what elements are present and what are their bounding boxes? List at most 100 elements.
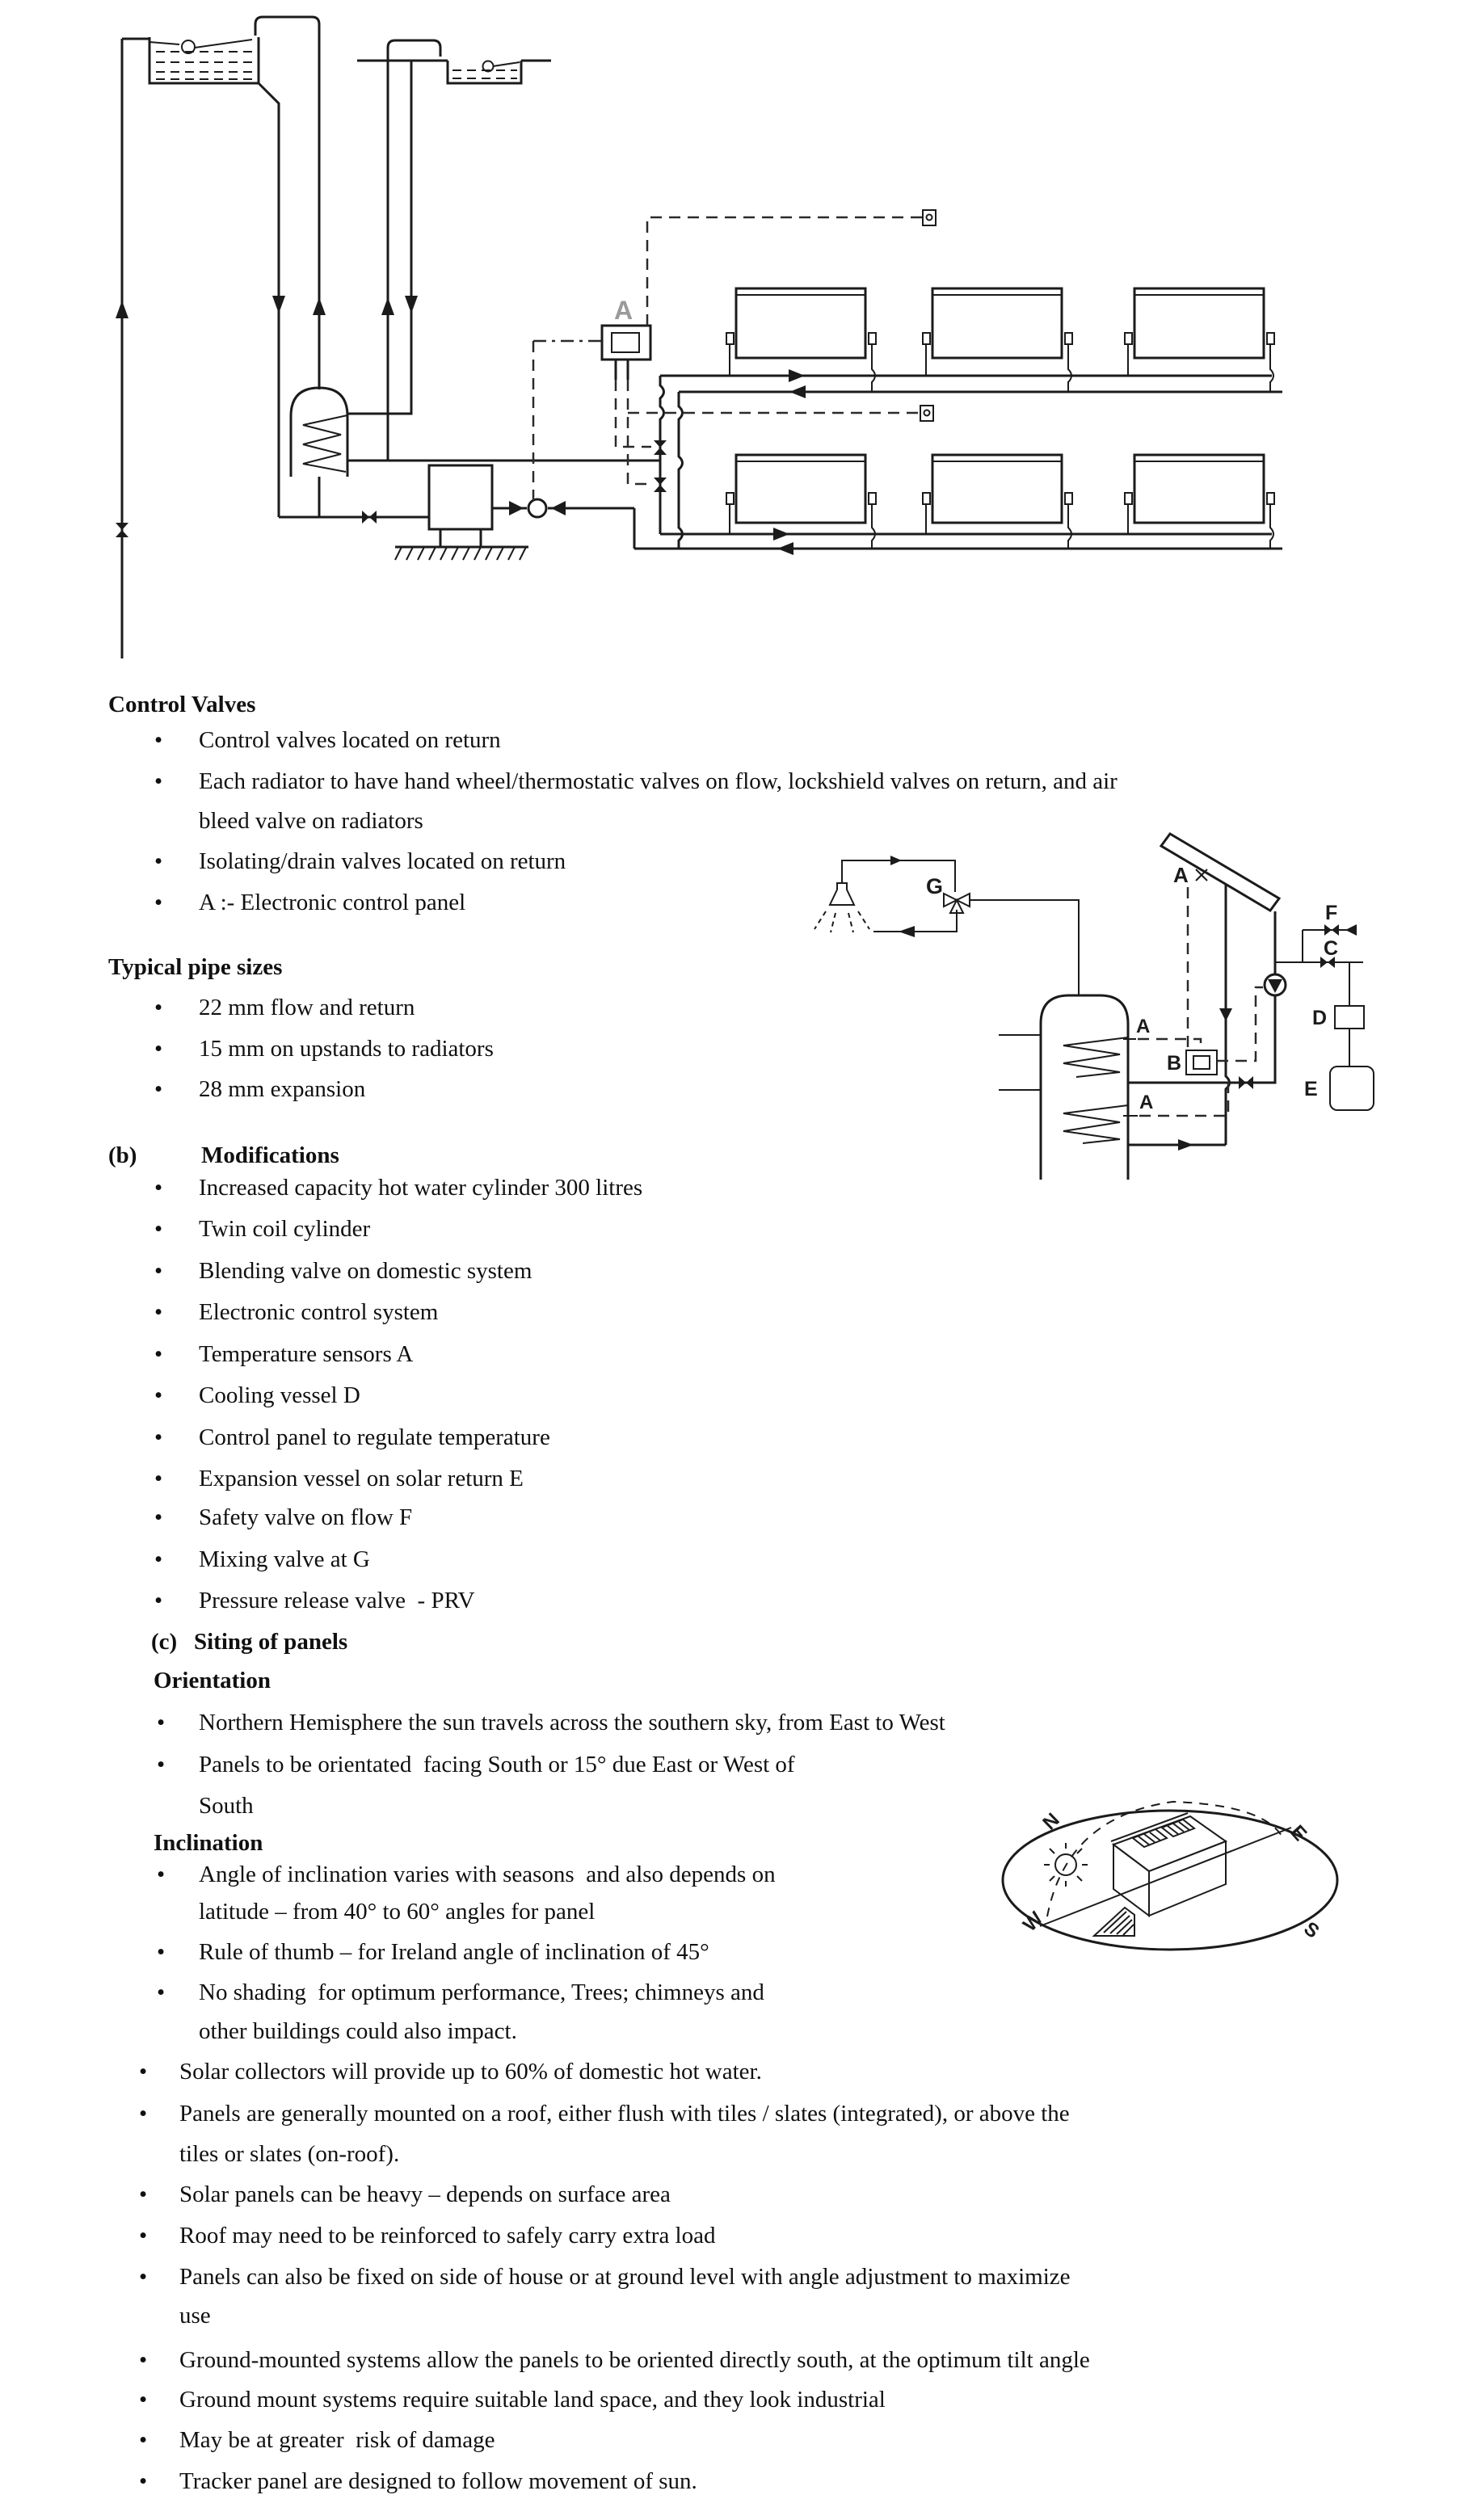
bullet-marker: • xyxy=(139,2347,148,2373)
bullet-item: •Control panel to regulate temperature xyxy=(0,1417,1469,1458)
section-heading-pipe-sizes: Typical pipe sizes xyxy=(108,954,283,980)
bullet-item: •Cooling vessel D xyxy=(0,1375,1469,1416)
solar-system-diagram: G A xyxy=(814,832,1374,1180)
bullet-item-continuation: bleed valve on radiators xyxy=(199,808,423,834)
bullet-item: •Isolating/drain valves located on retur… xyxy=(0,841,1469,881)
bullet-marker: • xyxy=(139,2468,148,2494)
bullet-item: •Blending valve on domestic system xyxy=(0,1251,1469,1291)
bullet-marker: • xyxy=(157,1752,166,1777)
svg-text:E: E xyxy=(1304,1078,1318,1100)
svg-text:A: A xyxy=(1136,1016,1150,1037)
radiator xyxy=(1124,453,1275,549)
bullet-marker: • xyxy=(154,848,163,874)
boiler xyxy=(394,464,528,561)
section-heading-siting: (c)Siting of panels xyxy=(151,1629,348,1655)
bullet-marker: • xyxy=(157,1979,166,2005)
circulating-pump xyxy=(492,498,636,549)
mixing-valve: G xyxy=(926,874,1080,995)
radiator xyxy=(726,287,877,392)
twin-coil-cylinder xyxy=(999,994,1130,1180)
bullet-item: •Ground mount systems require suitable l… xyxy=(0,2379,1469,2420)
bullet-marker: • xyxy=(154,890,163,915)
bullet-marker: • xyxy=(154,995,163,1020)
bullet-item: •Solar panels can be heavy – depends on … xyxy=(0,2174,1469,2215)
bullet-marker: • xyxy=(154,1466,163,1491)
room-thermostat-upper xyxy=(922,209,937,226)
boiler-return-valve xyxy=(279,511,429,524)
flow-riser xyxy=(654,376,667,534)
svg-text:B: B xyxy=(1167,1052,1181,1075)
bullet-marker: • xyxy=(154,1382,163,1408)
safety-branch: F C D E xyxy=(1275,902,1374,1111)
bullet-item: •Expansion vessel on solar return E xyxy=(0,1458,1469,1499)
radiator xyxy=(922,287,1073,392)
sun-path-arc xyxy=(1046,1800,1282,1917)
svg-text:A: A xyxy=(1173,863,1189,887)
feed-expansion-tank xyxy=(148,37,260,85)
bullet-marker: • xyxy=(154,768,163,794)
svg-text:F: F xyxy=(1325,902,1337,924)
west-east-line xyxy=(1039,1827,1292,1927)
svg-text:D: D xyxy=(1312,1007,1327,1029)
bullet-marker: • xyxy=(157,1710,166,1735)
bullet-marker: • xyxy=(154,1341,163,1367)
bullet-marker: • xyxy=(154,727,163,753)
bullet-item: •May be at greater risk of damage xyxy=(0,2420,1469,2460)
hot-water-cylinder xyxy=(289,386,349,517)
bullet-marker: • xyxy=(154,1504,163,1530)
house xyxy=(1110,1812,1228,1917)
radiator-row-upper xyxy=(726,287,1275,392)
bullet-item: •15 mm on upstands to radiators xyxy=(0,1029,1469,1069)
return-drop xyxy=(677,392,684,549)
bullet-item: •Solar collectors will provide up to 60%… xyxy=(0,2051,1469,2092)
cylinder-cold-feed xyxy=(347,61,413,415)
bullet-item: •Panels are generally mounted on a roof,… xyxy=(0,2093,1469,2134)
bullet-marker: • xyxy=(154,1588,163,1613)
bullet-item: •Tracker panel are designed to follow mo… xyxy=(0,2461,1469,2501)
bullet-marker: • xyxy=(139,2101,148,2127)
bullet-item: •Angle of inclination varies with season… xyxy=(0,1854,1469,1895)
bullet-marker: • xyxy=(154,1216,163,1242)
bullet-item: •Each radiator to have hand wheel/thermo… xyxy=(0,761,1469,801)
roof-solar-panel xyxy=(1160,1818,1197,1838)
svg-text:C: C xyxy=(1324,937,1338,960)
bullet-item-continuation: use xyxy=(179,2303,211,2329)
bullet-marker: • xyxy=(139,2181,148,2207)
solar-controls: A A B xyxy=(1123,887,1263,1117)
vent-pipe-1 xyxy=(254,15,321,389)
bullet-item: •28 mm expansion xyxy=(0,1069,1469,1109)
bullet-marker: • xyxy=(157,1939,166,1965)
vent-pipe-2 xyxy=(386,39,442,461)
bullet-item: •Safety valve on flow F xyxy=(0,1497,1469,1538)
bullet-marker: • xyxy=(157,1862,166,1887)
bullet-marker: • xyxy=(154,1076,163,1102)
bullet-item: •22 mm flow and return xyxy=(0,987,1469,1028)
solar-pipework xyxy=(1128,884,1277,1151)
bullet-marker: • xyxy=(154,1546,163,1572)
bullet-marker: • xyxy=(139,2264,148,2290)
bullet-marker: • xyxy=(154,1175,163,1201)
radiator xyxy=(726,453,877,549)
bullet-item-continuation: South xyxy=(199,1793,254,1819)
feed-pipe-1 xyxy=(257,82,280,517)
room-thermostat-lower xyxy=(920,405,934,422)
bullet-item: •Northern Hemisphere the sun travels acr… xyxy=(0,1702,1469,1743)
electronic-control-panel: A xyxy=(600,296,652,380)
section-heading-modifications: (b)Modifications xyxy=(108,1142,339,1168)
bullet-item: •Control valves located on return xyxy=(0,720,1469,760)
control-box-b xyxy=(1185,1050,1218,1075)
radiator-row-lower xyxy=(726,453,1275,549)
header-tank xyxy=(357,59,551,85)
svg-text:A: A xyxy=(1139,1092,1153,1113)
bullet-item-continuation: tiles or slates (on-roof). xyxy=(179,2141,400,2167)
bullet-marker: • xyxy=(154,1036,163,1062)
roof-solar-panel xyxy=(1131,1828,1168,1849)
distribution-mains xyxy=(634,369,1282,555)
solar-pump xyxy=(1263,973,1287,997)
bullet-item-continuation: latitude – from 40° to 60° angles for pa… xyxy=(199,1899,596,1925)
solar-collector: A xyxy=(1159,832,1282,912)
ground-mounted-panel xyxy=(1092,1906,1135,1937)
bullet-marker: • xyxy=(154,1258,163,1284)
expansion-vessel-e xyxy=(1329,1066,1374,1111)
radiator xyxy=(922,453,1073,549)
